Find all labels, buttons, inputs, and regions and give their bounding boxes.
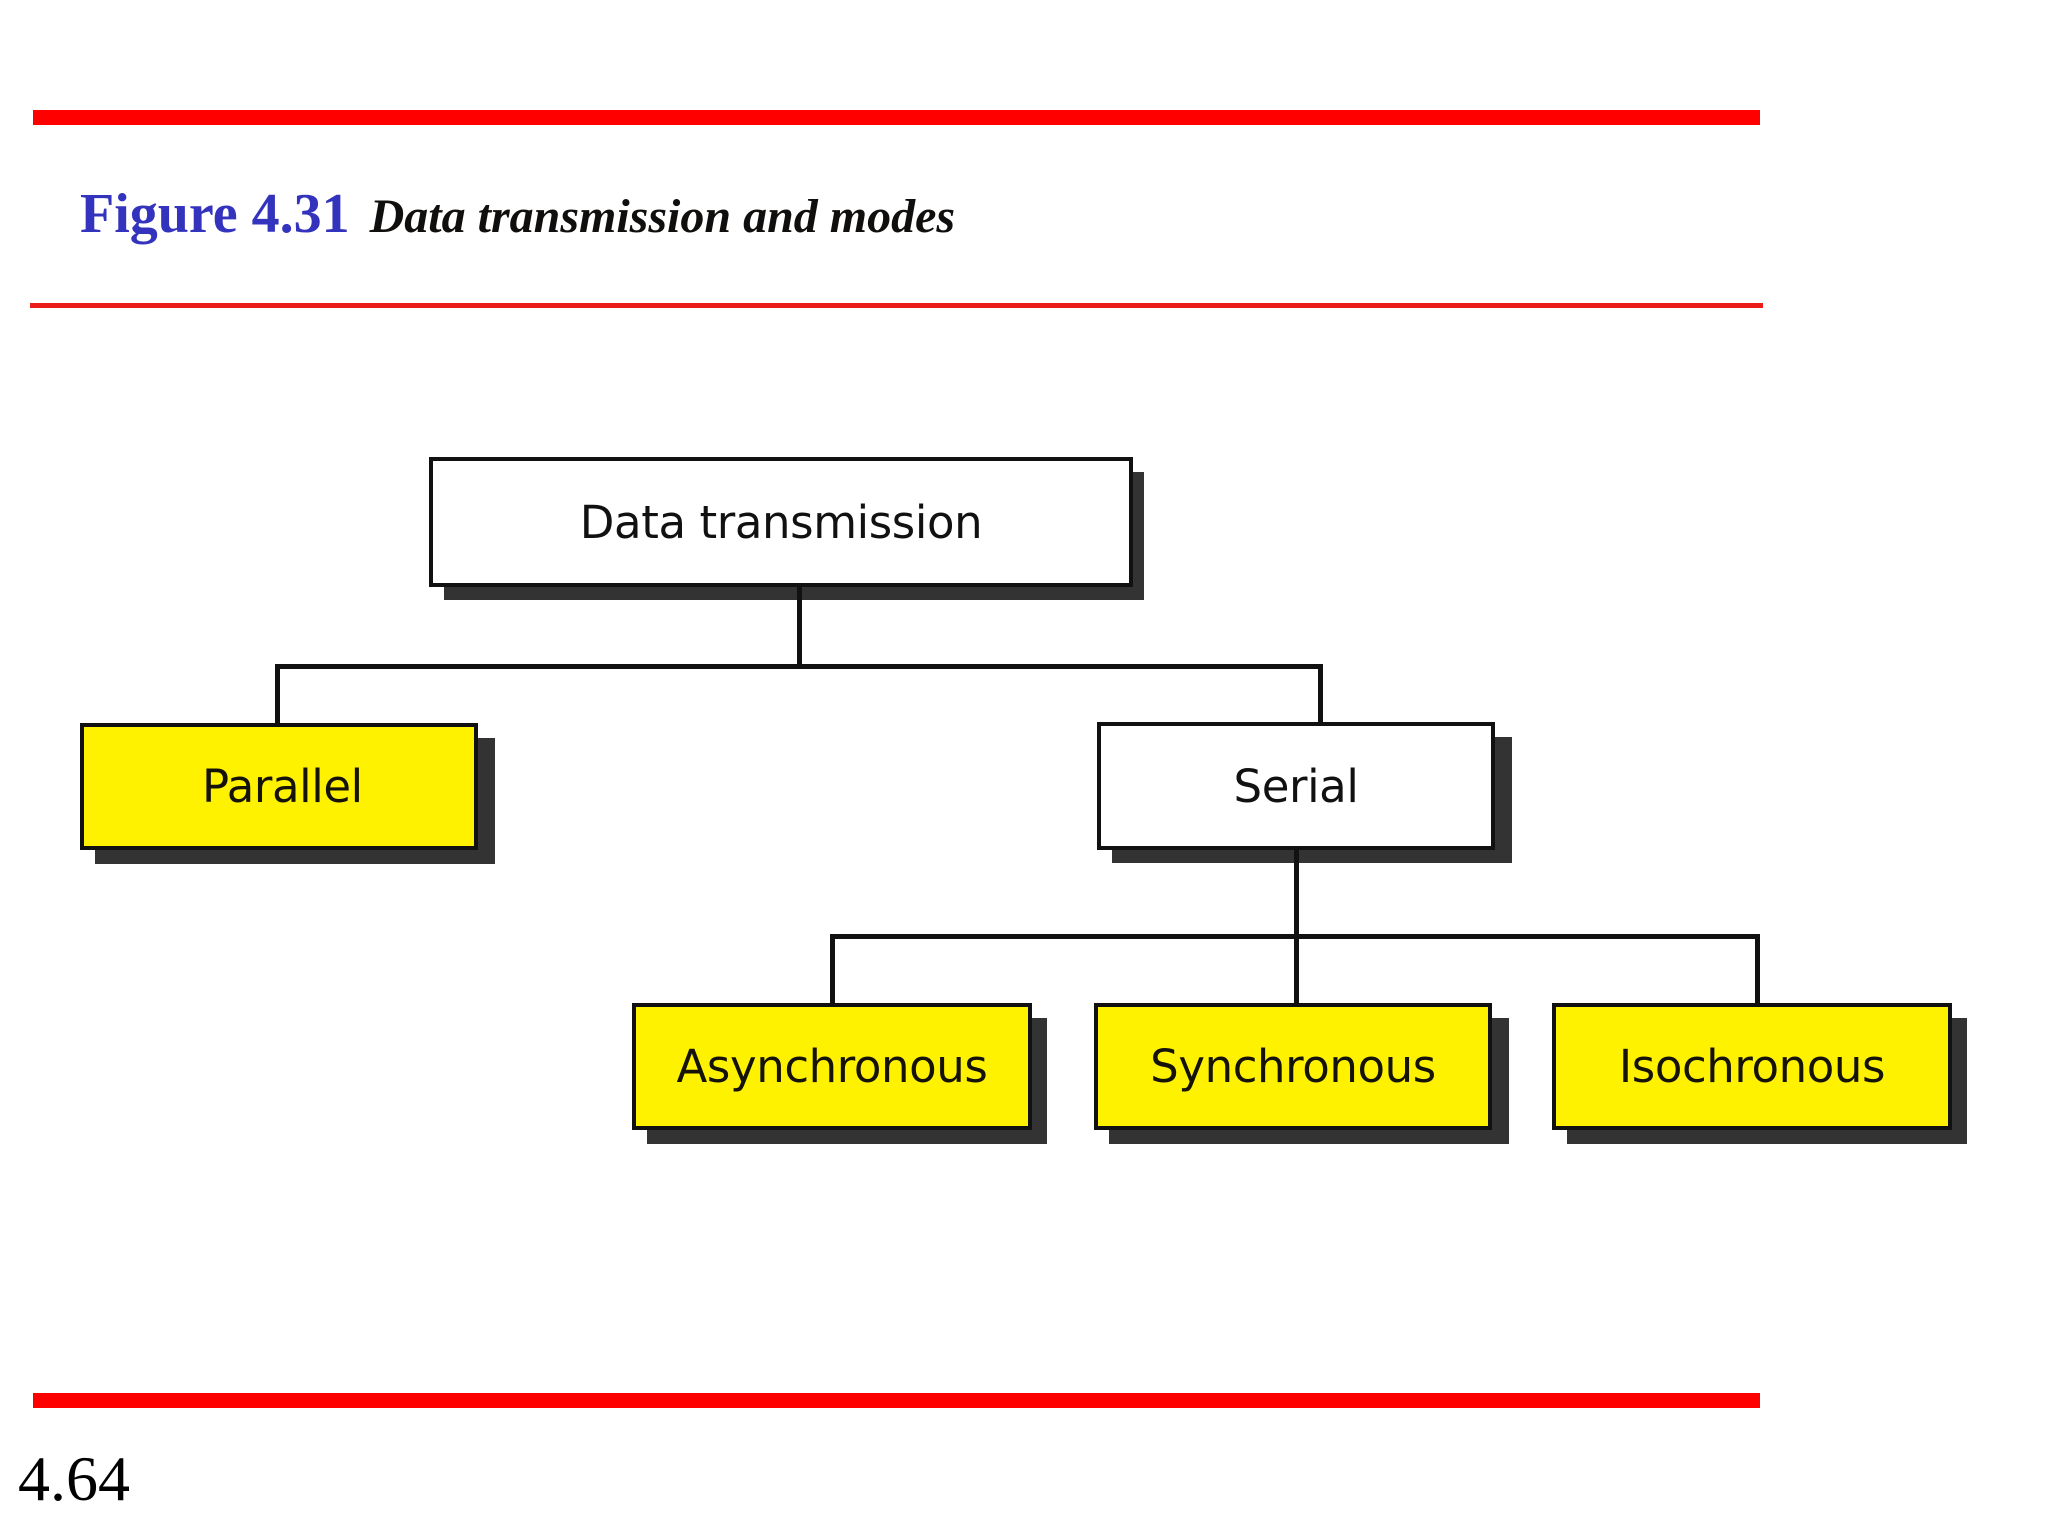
edge-level1-bus [275,664,1323,669]
node-synchronous[interactable]: Synchronous [1094,1003,1492,1130]
figure-caption: Data transmission and modes [369,190,956,243]
node-label-serial: Serial [1233,759,1359,813]
node-parallel[interactable]: Parallel [80,723,478,850]
node-asynchronous[interactable]: Asynchronous [632,1003,1032,1130]
node-label-asynchronous: Asynchronous [676,1040,988,1093]
page-title: Figure 4.31 Data transmission and modes [80,186,955,242]
node-label-parallel: Parallel [202,760,363,813]
node-serial[interactable]: Serial [1097,722,1495,850]
node-isochronous[interactable]: Isochronous [1552,1003,1952,1130]
edge-bus-to-synchronous [1294,934,1299,1006]
bottom-red-bar [33,1393,1760,1408]
slide-number: 4.64 [18,1443,130,1514]
figure-label: Figure 4.31 [80,183,350,245]
edge-root-stem [797,587,802,669]
node-label-isochronous: Isochronous [1618,1040,1886,1093]
node-label-data-transmission: Data transmission [579,495,983,549]
edge-serial-stem [1294,850,1299,938]
edge-bus-to-asynchronous [830,934,835,1006]
node-data-transmission[interactable]: Data transmission [429,457,1133,587]
top-red-bar [33,110,1760,125]
edge-bus-to-serial [1318,664,1323,726]
title-underline-rule [30,303,1763,308]
node-label-synchronous: Synchronous [1150,1040,1436,1093]
edge-bus-to-isochronous [1755,934,1760,1006]
edge-bus-to-parallel [275,664,280,726]
